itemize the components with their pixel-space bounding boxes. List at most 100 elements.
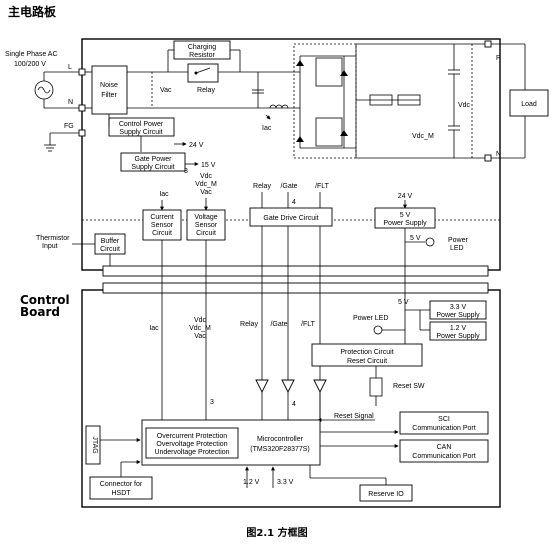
v15-label: 15 V (201, 162, 216, 169)
control-3-label: 3 (210, 399, 214, 406)
gate-drive-block (249, 207, 333, 227)
current-sensor-label-3: Circuit (152, 230, 172, 237)
thermistor-label-1: Thermistor (36, 235, 70, 242)
sig-vdc-label: Vdc (200, 173, 213, 180)
voltage-sensor-label-2: Sensor (195, 222, 218, 229)
charging-resistor-label-2: Resistor (189, 52, 215, 59)
power-led-label-1: Power (448, 237, 469, 244)
voltage-sensor-label-3: Circuit (196, 230, 216, 237)
supply-33v-block (429, 300, 487, 320)
connector-strip-top (102, 265, 489, 277)
mcu-protection-block (145, 427, 239, 459)
control-flt-label: /FLT (301, 321, 316, 328)
relay-label: Relay (197, 87, 215, 94)
v5-control-label: 5 V (398, 299, 409, 306)
vac-label: Vac (160, 87, 172, 94)
reset-sw-label: Reset SW (393, 383, 425, 390)
flt-buffer-icon (313, 379, 327, 394)
can-label-2: Communication Port (412, 453, 475, 460)
sci-label-2: Communication Port (412, 425, 475, 432)
buffer-label-1: Buffer (101, 238, 120, 245)
power-led-control-icon (373, 325, 383, 335)
p-label: P (496, 55, 501, 62)
mcu-protect-label-1: Overcurrent Protection (157, 433, 228, 440)
supply-12v-block (429, 321, 487, 341)
can-label-1: CAN (437, 444, 452, 451)
main-board-title: 主电路板 (8, 4, 57, 19)
supply-33v-label-1: 3.3 V (450, 304, 467, 311)
sci-label-1: SCI (438, 416, 450, 423)
sig-iac-label: Iac (159, 191, 169, 198)
gate-4-label: 4 (292, 199, 296, 206)
power-supply-5v-label-2: Power Supply (383, 220, 427, 227)
jtag-connector (85, 425, 101, 465)
sig-vac-label: Vac (200, 189, 212, 196)
inductor-icon (269, 104, 289, 109)
load-block (509, 89, 549, 117)
mcu-protect-label-3: Undervoltage Protection (154, 449, 229, 456)
terminal-n (78, 104, 86, 112)
n-dc-label: N (496, 151, 501, 158)
control-board-title-line1: Control (20, 293, 70, 307)
noise-filter-label-1: Noise (100, 82, 118, 89)
control-gate-label: /Gate (270, 321, 287, 328)
sig-relay-label: Relay (253, 183, 271, 190)
gate-power-label-1: Gate Power (135, 156, 173, 163)
charging-resistor-label-1: Charging (188, 44, 217, 51)
control-board-title-line2: Board (20, 305, 60, 319)
sci-port-block (399, 411, 489, 435)
power-led-control-label: Power LED (353, 315, 388, 322)
sig-vdc-m-label: Vdc_M (195, 181, 217, 188)
protection-label-2: Reset Circuit (347, 358, 387, 365)
supply-12v-label-1: 1.2 V (450, 325, 467, 332)
control-iac-label: Iac (149, 325, 159, 332)
supply-12v-label-2: Power Supply (436, 333, 480, 340)
terminal-n-label: N (68, 99, 73, 106)
figure-caption: 图2.1 方框图 (246, 526, 307, 539)
ac-source-label: Single Phase AC (5, 51, 58, 58)
mcu-label: Microcontroller (257, 436, 304, 443)
can-port-block (399, 439, 489, 463)
protection-label-1: Protection Circuit (340, 349, 393, 356)
relay-switch (187, 63, 219, 83)
sig-flt-label: /FLT (315, 183, 330, 190)
terminal-fg-label: FG (64, 123, 74, 130)
jtag-label: JTAG (91, 436, 98, 453)
control-vac-label: Vac (194, 333, 206, 340)
reset-switch-icon[interactable] (369, 377, 383, 397)
control-4-label: 4 (292, 401, 296, 408)
sig-gate-label: /Gate (280, 183, 297, 190)
power-supply-5v-label-1: 5 V (400, 212, 411, 219)
mcu-protect-label-2: Overvoltage Protection (156, 441, 227, 448)
gate-power-3-label: 3 (184, 168, 188, 175)
control-power-label-1: Control Power (119, 121, 164, 128)
vdc-m-label: Vdc_M (412, 133, 434, 140)
v33-input-label: 3.3 V (277, 479, 294, 486)
v5-main-label: 5 V (410, 235, 421, 242)
terminal-p (484, 40, 492, 48)
reserve-io-label: Reserve IO (368, 491, 404, 498)
rectifier-box (293, 43, 357, 159)
gate-power-supply-block (120, 152, 186, 172)
buffer-label-2: Circuit (100, 246, 120, 253)
switch-upper (315, 57, 343, 87)
control-vdc-label: Vdc (194, 317, 207, 324)
sig-24v-label: 24 V (398, 193, 413, 200)
control-relay-label: Relay (240, 321, 258, 328)
terminal-fg (78, 129, 86, 137)
current-sensor-block (142, 209, 182, 241)
protection-circuit-block (311, 343, 423, 367)
supply-33v-label-2: Power Supply (436, 312, 480, 319)
terminal-n-dc (484, 154, 492, 162)
mcu-part-label: (TMS320F28377S) (250, 446, 310, 453)
control-vdc-m-label: Vdc_M (189, 325, 211, 332)
iac-label: Iac (262, 125, 272, 132)
hsdt-label-1: Connector for (100, 481, 143, 488)
reset-signal-label: Reset Signal (334, 413, 374, 420)
vdc-label: Vdc (458, 102, 471, 109)
current-sensor-label-1: Current (150, 214, 173, 221)
v24-label: 24 V (189, 142, 204, 149)
terminal-l-label: L (68, 64, 72, 71)
control-power-label-2: Supply Circuit (119, 129, 162, 136)
